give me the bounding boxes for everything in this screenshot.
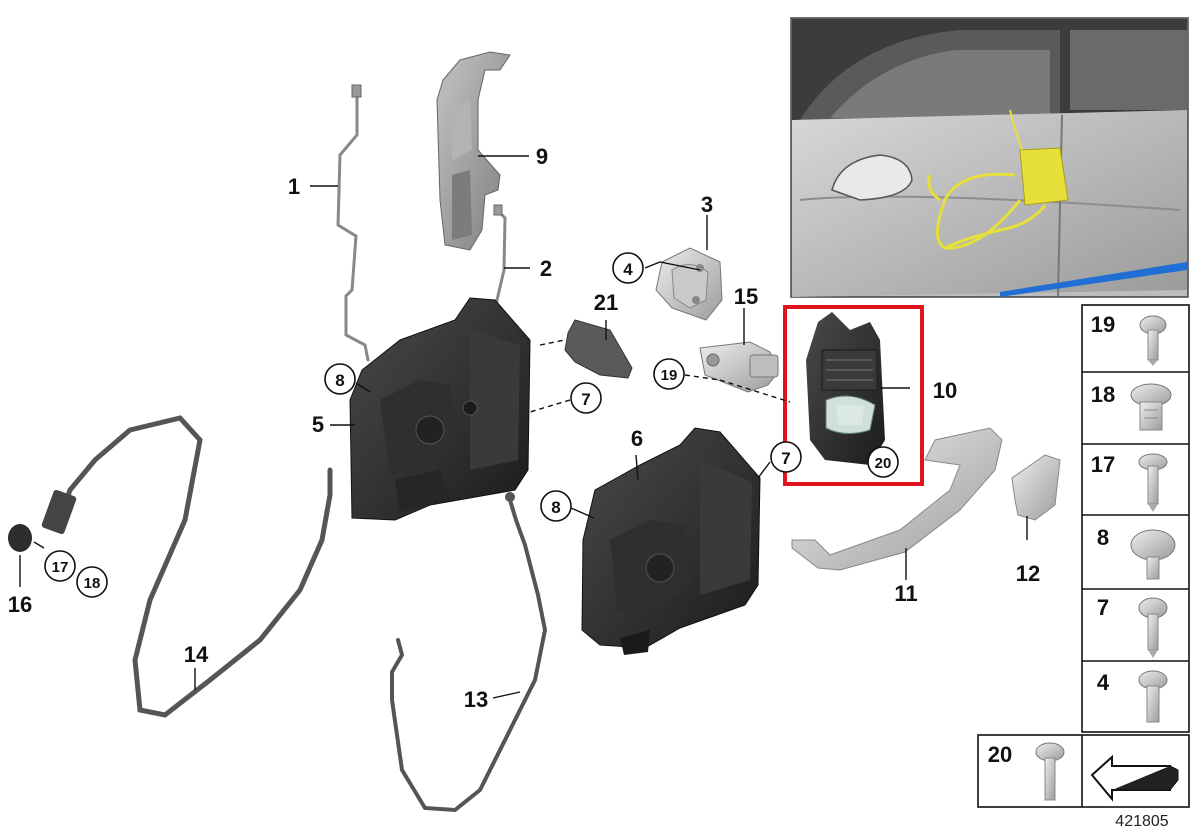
part-21-plate — [564, 319, 633, 379]
part-5-lock — [349, 297, 531, 521]
part-13-nipple — [505, 492, 515, 502]
circled-callout-7b: 7 — [770, 441, 802, 473]
svg-text:7: 7 — [581, 390, 590, 409]
svg-text:17: 17 — [52, 559, 69, 576]
circled-callout-7a: 7 — [570, 382, 602, 414]
callout-3: 3 — [701, 192, 713, 217]
part-14-cable — [60, 415, 333, 718]
table-row-19: 19 — [1091, 312, 1115, 337]
highlight-frame — [783, 305, 924, 486]
callout-21: 21 — [594, 290, 618, 315]
part-16-grommet — [8, 524, 32, 552]
callout-5: 5 — [312, 412, 324, 437]
svg-text:20: 20 — [875, 455, 892, 472]
screw-7-icon — [1138, 597, 1168, 658]
svg-text:8: 8 — [551, 498, 560, 517]
table-row-4: 4 — [1097, 670, 1110, 695]
part-12-cap — [1011, 454, 1061, 521]
part-1-rod — [336, 84, 370, 362]
figure-id: 421805 — [1115, 813, 1168, 830]
svg-text:4: 4 — [623, 260, 633, 279]
svg-text:18: 18 — [84, 575, 101, 592]
part-13-cable — [390, 498, 548, 813]
callout-11: 11 — [894, 581, 917, 606]
part-14-connector — [41, 489, 77, 535]
part-10-module — [806, 312, 885, 465]
callout-13: 13 — [464, 687, 488, 712]
callout-10: 10 — [933, 378, 957, 403]
table-row-17: 17 — [1091, 452, 1115, 477]
circled-callout-17: 17 — [44, 550, 76, 582]
callout-12: 12 — [1016, 561, 1040, 586]
leader-lines — [19, 155, 1028, 699]
screw-20-icon — [1035, 742, 1065, 801]
table-row-8: 8 — [1097, 525, 1109, 550]
circled-callout-20: 20 — [867, 446, 899, 478]
part-3-striker — [655, 247, 723, 321]
table-row-20: 20 — [988, 742, 1012, 767]
circled-callout-8a: 8 — [324, 363, 356, 395]
screw-8-icon — [1130, 529, 1176, 580]
part-6-lock — [581, 427, 761, 655]
inset-car-photo — [790, 17, 1189, 298]
callout-1: 1 — [288, 174, 300, 199]
callout-9: 9 — [536, 144, 548, 169]
svg-text:19: 19 — [661, 367, 678, 384]
callout-14: 14 — [184, 642, 209, 667]
callout-6: 6 — [631, 426, 643, 451]
part-9-bracket — [436, 51, 511, 251]
arrow-symbol-icon — [1090, 754, 1179, 802]
callout-2: 2 — [540, 256, 552, 281]
svg-text:7: 7 — [781, 449, 790, 468]
circled-callout-18: 18 — [76, 566, 108, 598]
fastener-table-bottom: 20 — [977, 734, 1190, 808]
table-row-18: 18 — [1091, 382, 1115, 407]
table-row-7: 7 — [1097, 595, 1109, 620]
screw-17-icon — [1138, 453, 1168, 512]
circled-callouts: 4 19 8 7 7 20 8 17 — [44, 252, 899, 598]
part-2-rod — [493, 204, 507, 317]
clip-18-icon — [1130, 383, 1172, 431]
callout-16: 16 — [8, 592, 32, 617]
circled-callout-8b: 8 — [540, 490, 572, 522]
circled-callout-4: 4 — [612, 252, 644, 284]
part-11-handle — [791, 427, 1003, 571]
screw-4-icon — [1138, 670, 1168, 723]
circled-callout-19: 19 — [653, 358, 685, 390]
callout-15: 15 — [734, 284, 758, 309]
screw-19-icon — [1139, 315, 1167, 366]
svg-text:8: 8 — [335, 371, 344, 390]
part-15-cylinder — [699, 341, 779, 393]
fastener-table: 19 18 17 8 7 4 — [1081, 304, 1190, 733]
